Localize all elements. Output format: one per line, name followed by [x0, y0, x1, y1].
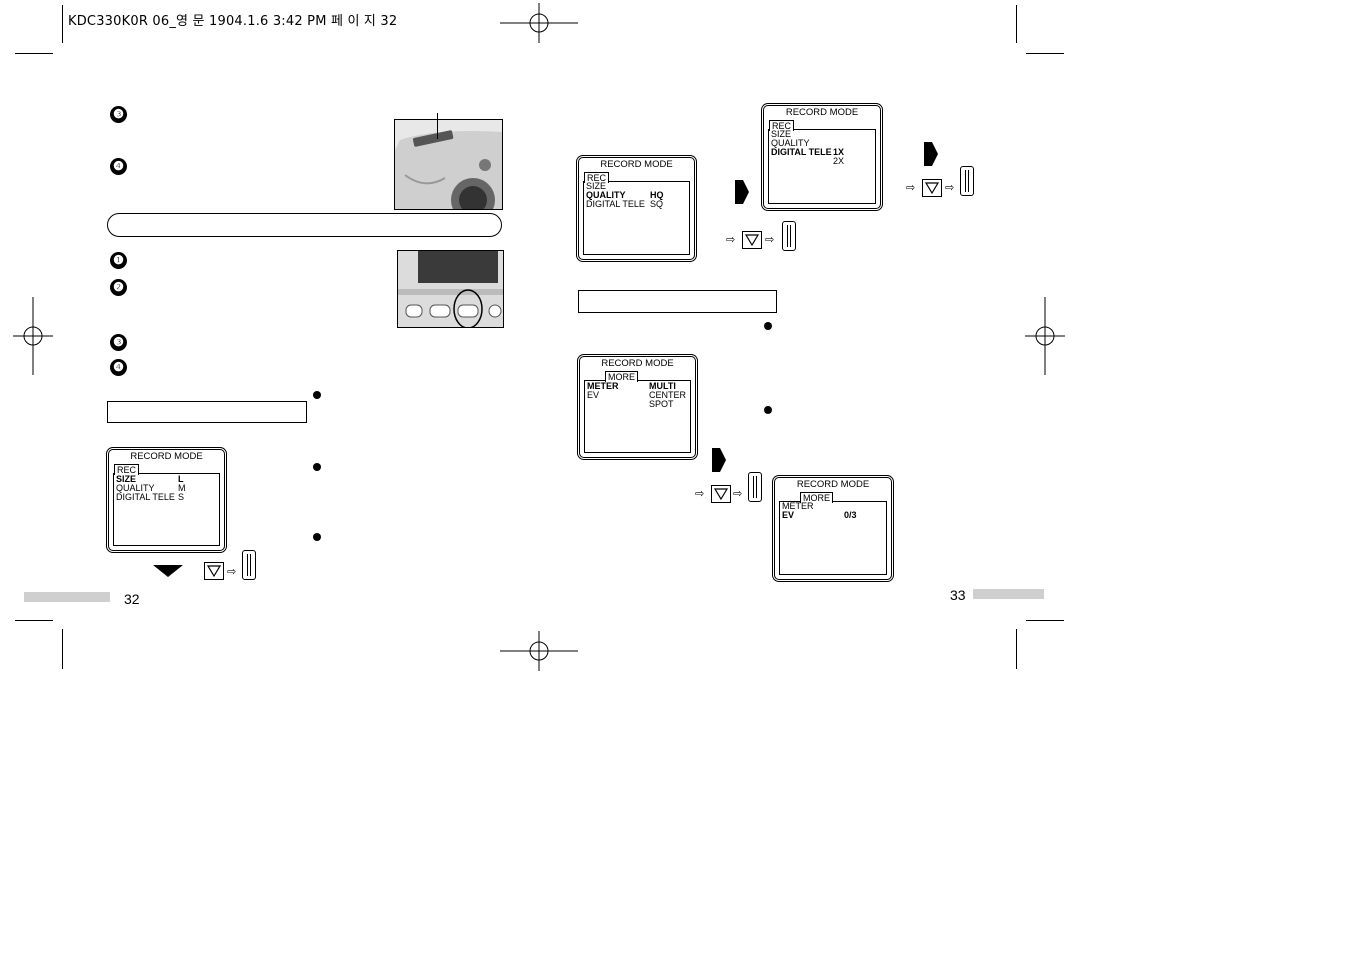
step-number-2: ❷: [110, 279, 127, 296]
crop-mark: [15, 620, 53, 621]
hollow-right-arrow-icon: ⇨: [227, 566, 237, 578]
section-label-box: [107, 401, 307, 423]
crop-mark: [1026, 620, 1064, 621]
screen-title: RECORD MODE: [600, 159, 673, 170]
step-number-3b: ❸: [110, 334, 127, 351]
lcd-screen-size: RECORD MODE REC SIZE L QUALITY M DIGITAL…: [108, 449, 225, 551]
lcd-screen-digital-tele: RECORD MODE REC SIZE QUALITY DIGITAL TEL…: [763, 105, 881, 209]
screen-title: RECORD MODE: [796, 479, 870, 490]
step-number-4: ❹: [110, 158, 127, 175]
menu-row-label: DIGITAL TELE: [771, 147, 832, 157]
right-arrow-icon: [735, 180, 749, 204]
menu-row-value: SQ: [650, 199, 664, 209]
screen-tab: MORE: [800, 492, 833, 503]
menu-row-label: DIGITAL TELE: [586, 199, 645, 209]
hollow-right-arrow-icon: ⇨: [695, 488, 705, 500]
screen-title: RECORD MODE: [601, 358, 674, 369]
menu-row-label: EV: [782, 510, 795, 520]
lcd-screen-quality: RECORD MODE REC SIZE QUALITY HQ DIGITAL …: [578, 157, 695, 260]
menu-row-value: HQ: [650, 190, 664, 200]
print-header: KDC330K0R 06_영 문 1904.1.6 3:42 PM 페 이 지 …: [68, 14, 398, 29]
registration-mark-right: [1025, 297, 1065, 375]
menu-row-label: QUALITY: [586, 190, 626, 200]
section-label-box: [578, 290, 777, 313]
screen-tab: MORE: [605, 371, 638, 382]
jog-wheel-icon: [960, 166, 974, 196]
crop-mark: [15, 53, 53, 54]
down-triangle-button-icon: [204, 562, 224, 580]
menu-row-label: SIZE: [586, 181, 607, 191]
hollow-right-arrow-icon: ⇨: [733, 488, 743, 500]
page-number-left: 32: [124, 591, 140, 607]
bullet: [313, 391, 321, 399]
camera-top-photo: [394, 119, 503, 210]
right-arrow-icon: [924, 142, 938, 166]
menu-row-label: SIZE: [771, 129, 792, 139]
right-arrow-icon: [712, 448, 726, 472]
crop-mark: [1026, 53, 1064, 54]
lcd-screen-meter: RECORD MODE MORE METER MULTI EV CENTER S…: [579, 356, 696, 458]
crop-mark: [1016, 629, 1017, 669]
menu-row-value: 2X: [833, 156, 845, 166]
down-arrow-icon: [153, 565, 183, 577]
hollow-right-arrow-icon: ⇨: [765, 234, 775, 246]
crop-mark: [62, 5, 63, 43]
down-triangle-button-icon: [922, 179, 942, 197]
menu-row-value: L: [178, 474, 184, 484]
bullet: [764, 406, 772, 414]
menu-row-label: EV: [587, 390, 600, 400]
screen-title: RECORD MODE: [785, 107, 859, 118]
menu-row-value: CENTER: [649, 390, 687, 400]
step-number-1: ❶: [110, 252, 127, 269]
crop-mark: [1016, 5, 1017, 43]
crop-mark: [62, 629, 63, 669]
bullet: [313, 463, 321, 471]
screen-title: RECORD MODE: [130, 451, 203, 462]
menu-row-label: SIZE: [116, 474, 137, 484]
menu-row-value: MULTI: [649, 381, 676, 391]
registration-mark-top: [500, 3, 578, 43]
page-tab-bar: [973, 589, 1044, 599]
screen-tab: REC: [769, 120, 795, 131]
lcd-screen-ev: RECORD MODE MORE METER EV 0/3: [774, 477, 892, 580]
hollow-right-arrow-icon: ⇨: [945, 182, 955, 194]
menu-row-label: DIGITAL TELE: [116, 492, 175, 502]
registration-mark-bottom: [500, 631, 578, 671]
menu-row-label: QUALITY: [116, 483, 155, 493]
camera-back-photo: [397, 250, 504, 328]
menu-row-value: SPOT: [649, 399, 674, 409]
hollow-right-arrow-icon: ⇨: [906, 182, 916, 194]
bullet: [313, 533, 321, 541]
jog-wheel-icon: [748, 472, 762, 502]
page-tab-bar: [24, 592, 110, 602]
hollow-right-arrow-icon: ⇨: [726, 234, 736, 246]
bullet: [764, 322, 772, 330]
menu-row-value: M: [178, 483, 186, 493]
menu-row-label: METER: [782, 501, 814, 511]
registration-mark-left: [13, 297, 53, 375]
down-triangle-button-icon: [711, 485, 731, 503]
menu-row-value: 0/3: [844, 510, 857, 520]
screen-tab: REC: [114, 464, 140, 475]
menu-row-label: QUALITY: [771, 138, 810, 148]
callout-line: [437, 113, 438, 139]
section-heading-pill: [107, 213, 502, 237]
jog-wheel-icon: [242, 550, 256, 580]
menu-row-value: S: [178, 492, 185, 502]
jog-wheel-icon: [782, 221, 796, 251]
step-number-4b: ❹: [110, 359, 127, 376]
screen-tab: REC: [584, 172, 610, 183]
step-number-3: ❸: [110, 106, 127, 123]
down-triangle-button-icon: [742, 231, 762, 249]
page-number-right: 33: [950, 587, 966, 603]
menu-row-label: METER: [587, 381, 619, 391]
menu-row-value: 1X: [833, 147, 845, 157]
